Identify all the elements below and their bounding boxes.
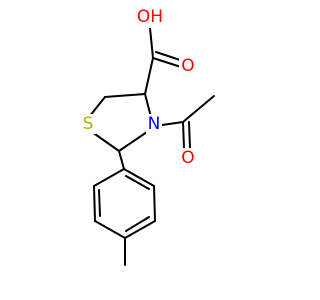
carbonyl-oxygen-label: O [181,56,194,76]
bond-cacetyl-o-double-b [188,121,191,149]
bond-ar5-ar6 [93,185,96,222]
bond-ar6-ar1 [93,168,125,187]
bond-ar4-ar5 [94,220,126,239]
molecule-canvas: OH O S N O [81,6,215,266]
bond-c2-aryl [118,150,125,170]
bond-ar2-ar3 [153,185,156,222]
label-bg-oh [138,6,164,28]
bond-s-c2 [91,131,120,152]
bond-c2-n [118,131,148,152]
bond-ar1-ar2 [123,168,155,187]
bond-ar3-ar4 [124,220,156,239]
bond-aromatic-inner-3 [98,189,101,217]
bond-n-cacetyl [161,121,184,126]
structure-diagram: OH O S N O [81,6,215,266]
bond-c5-s [88,96,106,118]
bond-cacetyl-o-double-a [182,121,185,149]
acetyl-oxygen-label: O [181,148,194,168]
label-bg-s [81,114,96,134]
label-bg-o-acetyl [179,148,196,168]
label-bg-n [146,114,162,134]
nitrogen-label: N [148,114,161,134]
bond-aromatic-inner-2 [125,216,150,232]
bond-n-c4 [144,93,152,118]
atom-label-layer: OH O S N O [81,6,196,168]
bond-c4-c5 [104,93,146,98]
label-bg-o-carbonyl [179,56,196,76]
hydroxyl-label: OH [137,7,163,27]
bond-layer [88,27,215,266]
bond-ccooh-oh [149,27,154,59]
bond-ccooh-o-double-b [155,51,184,62]
sulfur-label: S [83,114,94,134]
bond-cacetyl-ch3 [182,95,215,123]
bond-ccooh-o-double-a [152,57,182,68]
bond-c4-ccooh [144,57,154,95]
bond-aromatic-inner-1 [125,175,150,190]
